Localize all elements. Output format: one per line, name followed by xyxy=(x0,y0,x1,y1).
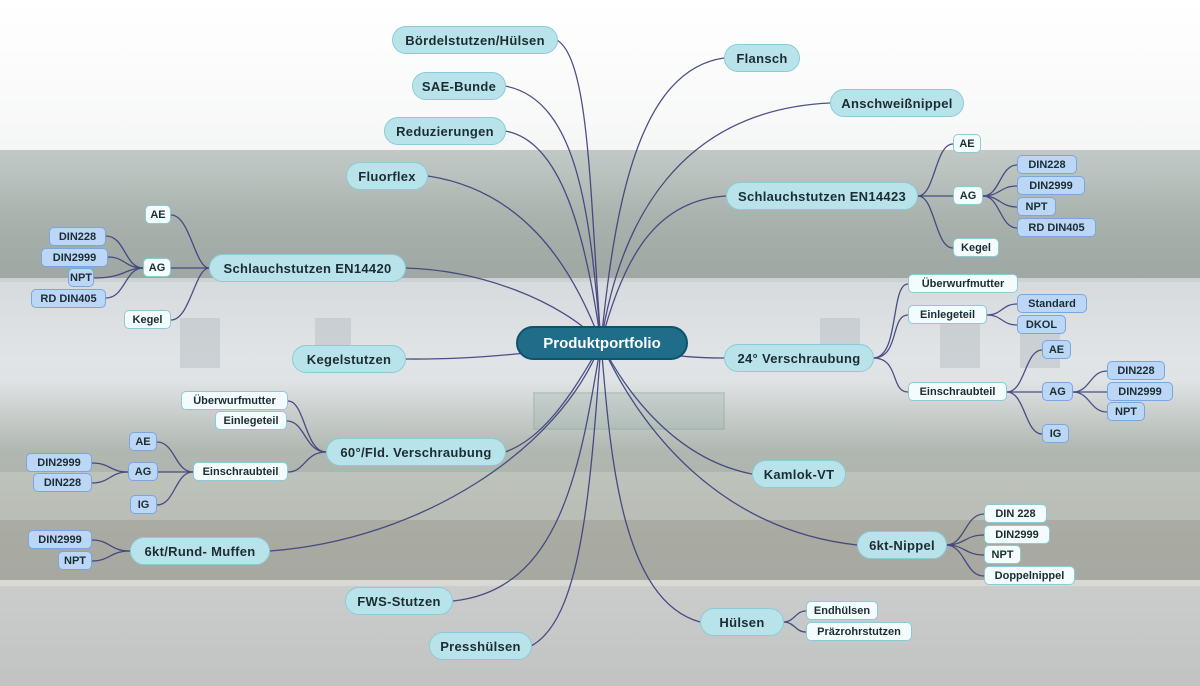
en14420-ag-rd-din405[interactable]: RD DIN405 xyxy=(31,289,106,308)
topic-flansch[interactable]: Flansch xyxy=(724,44,800,72)
en14420-ag-din228[interactable]: DIN228 xyxy=(49,227,106,246)
topic-reduzierungen[interactable]: Reduzierungen xyxy=(384,117,506,145)
huelsen-endhuelsen[interactable]: Endhülsen xyxy=(806,601,878,620)
en14420-ae[interactable]: AE xyxy=(145,205,171,224)
v60-einschraubteil[interactable]: Einschraubteil xyxy=(193,462,288,481)
en14420-ag-npt[interactable]: NPT xyxy=(68,268,94,287)
v60-einlegeteil[interactable]: Einlegeteil xyxy=(215,411,287,430)
en14420-ag-din2999[interactable]: DIN2999 xyxy=(41,248,108,267)
topic-sae-bunde[interactable]: SAE-Bunde xyxy=(412,72,506,100)
en14423-ag[interactable]: AG xyxy=(953,186,983,205)
v24-einlegeteil[interactable]: Einlegeteil xyxy=(908,305,987,324)
v24-einlegeteil-standard[interactable]: Standard xyxy=(1017,294,1087,313)
topic-huelsen[interactable]: Hülsen xyxy=(700,608,784,636)
topic-boerdelstutzen[interactable]: Bördelstutzen/Hülsen xyxy=(392,26,558,54)
en14423-ag-din228[interactable]: DIN228 xyxy=(1017,155,1077,174)
v24-einlegeteil-dkol[interactable]: DKOL xyxy=(1017,315,1066,334)
v24-einschraub-ae[interactable]: AE xyxy=(1042,340,1071,359)
topic-presshuelsen[interactable]: Presshülsen xyxy=(429,632,532,660)
v24-ag-din228[interactable]: DIN228 xyxy=(1107,361,1165,380)
v60-ag-din228[interactable]: DIN228 xyxy=(33,473,92,492)
nippel-din-228[interactable]: DIN 228 xyxy=(984,504,1047,523)
nippel-doppelnippel[interactable]: Doppelnippel xyxy=(984,566,1075,585)
en14423-ag-rd-din405[interactable]: RD DIN405 xyxy=(1017,218,1096,237)
topic-muffen[interactable]: 6kt/Rund- Muffen xyxy=(130,537,270,565)
topic-kamlok[interactable]: Kamlok-VT xyxy=(752,460,846,488)
topic-6kt-nippel[interactable]: 6kt-Nippel xyxy=(857,531,947,559)
en14420-ag[interactable]: AG xyxy=(143,258,171,277)
v24-einschraubteil[interactable]: Einschraubteil xyxy=(908,382,1007,401)
topic-schlauchstutzen-en14420[interactable]: Schlauchstutzen EN14420 xyxy=(209,254,406,282)
topic-anschweissnippel[interactable]: Anschweißnippel xyxy=(830,89,964,117)
huelsen-praezrohrstutzen[interactable]: Präzrohrstutzen xyxy=(806,622,912,641)
muffen-npt[interactable]: NPT xyxy=(58,551,92,570)
v24-ueberwurfmutter[interactable]: Überwurfmutter xyxy=(908,274,1018,293)
topic-fluorflex[interactable]: Fluorflex xyxy=(346,162,428,190)
v60-einschraub-ag[interactable]: AG xyxy=(128,462,158,481)
v24-einschraub-ig[interactable]: IG xyxy=(1042,424,1069,443)
topic-fws-stutzen[interactable]: FWS-Stutzen xyxy=(345,587,453,615)
en14420-kegel[interactable]: Kegel xyxy=(124,310,171,329)
topic-verschraubung-24[interactable]: 24° Verschraubung xyxy=(724,344,874,372)
v60-ag-din2999[interactable]: DIN2999 xyxy=(26,453,92,472)
v60-ueberwurfmutter[interactable]: Überwurfmutter xyxy=(181,391,288,410)
topic-verschraubung-60[interactable]: 60°/Fld. Verschraubung xyxy=(326,438,506,466)
muffen-din2999[interactable]: DIN2999 xyxy=(28,530,92,549)
v24-ag-npt[interactable]: NPT xyxy=(1107,402,1145,421)
topic-schlauchstutzen-en14423[interactable]: Schlauchstutzen EN14423 xyxy=(726,182,918,210)
root-node-produktportfolio[interactable]: Produktportfolio xyxy=(516,326,688,360)
nippel-npt[interactable]: NPT xyxy=(984,545,1021,564)
v60-einschraub-ig[interactable]: IG xyxy=(130,495,157,514)
en14423-ag-npt[interactable]: NPT xyxy=(1017,197,1056,216)
v24-ag-din2999[interactable]: DIN2999 xyxy=(1107,382,1173,401)
v60-einschraub-ae[interactable]: AE xyxy=(129,432,157,451)
en14423-ae[interactable]: AE xyxy=(953,134,981,153)
nippel-din2999[interactable]: DIN2999 xyxy=(984,525,1050,544)
v24-einschraub-ag[interactable]: AG xyxy=(1042,382,1073,401)
en14423-ag-din2999[interactable]: DIN2999 xyxy=(1017,176,1085,195)
topic-kegelstutzen[interactable]: Kegelstutzen xyxy=(292,345,406,373)
en14423-kegel[interactable]: Kegel xyxy=(953,238,999,257)
